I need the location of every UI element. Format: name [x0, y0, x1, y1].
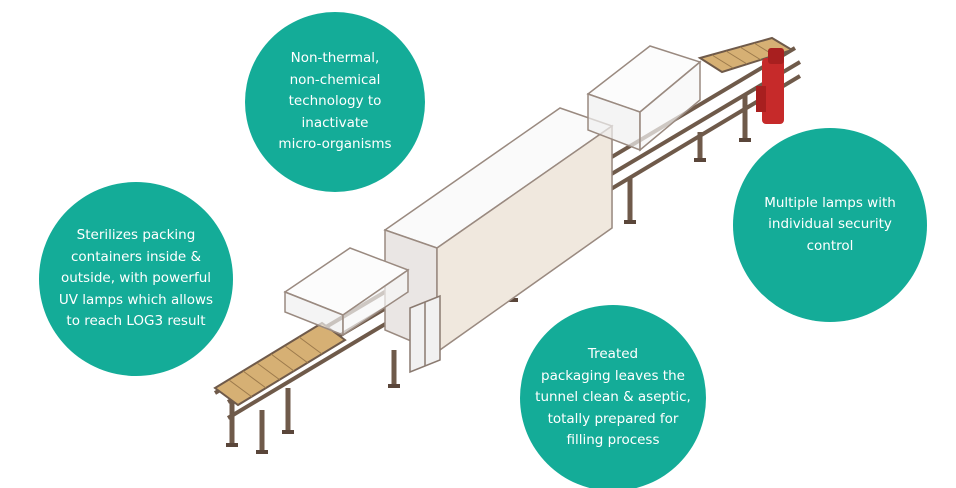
tunnel-body — [383, 107, 614, 354]
info-bubble-sterilizes: Sterilizes packing containers inside & o… — [39, 182, 233, 376]
entry-hood — [586, 45, 702, 152]
leg-feet — [226, 138, 751, 454]
info-bubble-treated-text: Treated packaging leaves the tunnel clea… — [535, 346, 691, 449]
info-bubble-technology-text: Non-thermal, non-chemical technology to … — [278, 50, 392, 153]
exit-hood — [283, 247, 410, 337]
conveyor-belt-entry — [697, 36, 795, 74]
control-cabinet — [409, 294, 441, 374]
info-bubble-sterilizes-text: Sterilizes packing containers inside & o… — [58, 227, 214, 330]
info-bubble-lamps-text: Multiple lamps with individual security … — [764, 194, 896, 254]
belt-rollers-exit — [228, 336, 323, 398]
drive-motor — [756, 48, 784, 124]
info-bubble-technology: Non-thermal, non-chemical technology to … — [245, 12, 425, 192]
info-bubble-lamps: Multiple lamps with individual security … — [733, 128, 927, 322]
info-bubble-treated: Treated packaging leaves the tunnel clea… — [520, 305, 706, 488]
conveyor-belt-exit — [213, 321, 347, 407]
